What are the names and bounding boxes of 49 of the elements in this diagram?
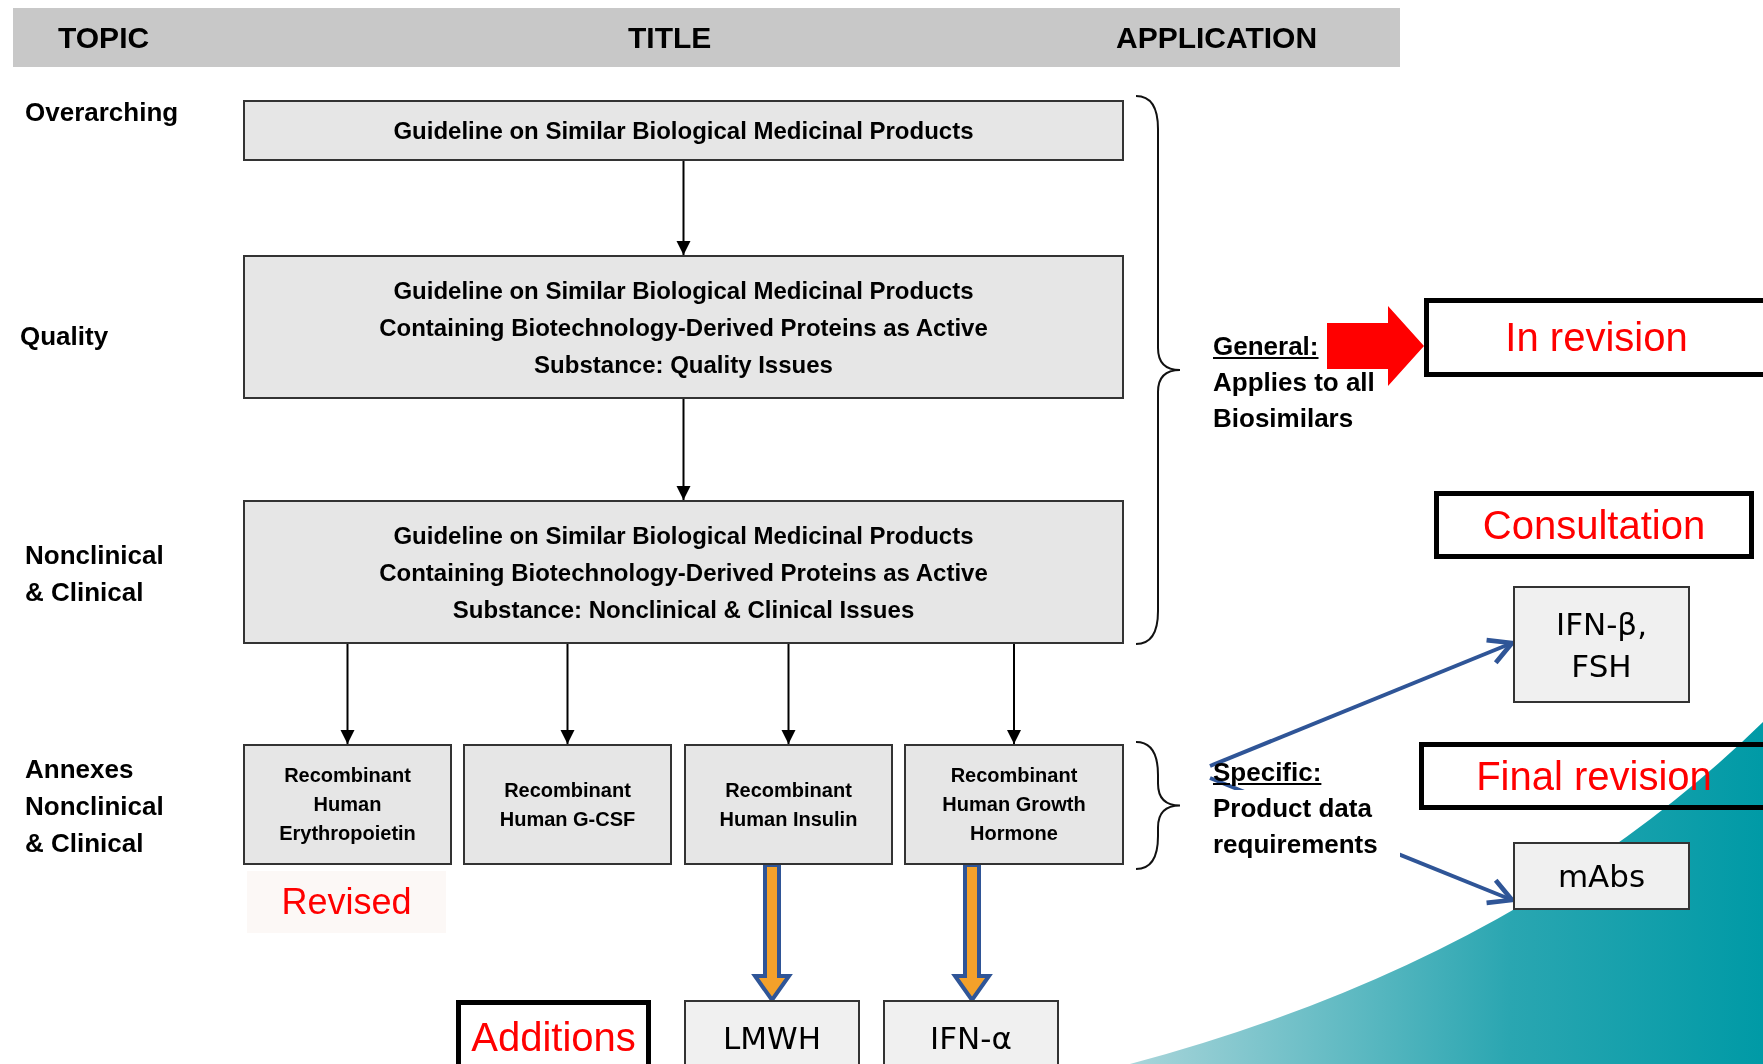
row-label: Annexes Nonclinical & Clinical <box>25 753 165 860</box>
product-box <box>1513 842 1690 910</box>
box-text: Recombinant Human G-CSF <box>498 777 637 832</box>
status-label: In revision <box>1505 315 1688 360</box>
arrow <box>560 643 575 745</box>
section-text: Applies to all Biosimilars <box>1213 366 1376 435</box>
guideline-box <box>243 255 1124 399</box>
arrow <box>781 643 796 745</box>
annex-box <box>243 744 452 865</box>
status-label: Consultation <box>1482 502 1706 548</box>
arrow <box>1007 643 1021 745</box>
box-text: IFN-β, FSH <box>1555 604 1648 686</box>
box-text: LMWH <box>723 1018 821 1058</box>
status-box <box>1419 742 1763 810</box>
row-label: Quality <box>20 320 110 353</box>
row-label: Overarching <box>25 96 180 129</box>
annex-box <box>904 744 1124 865</box>
box-text: Guideline on Similar Biological Medicinal Products Containing Biotechnology-Derived Proteins as Active Substance: Nonclinical & Clinical Issues <box>378 520 989 625</box>
arrow <box>340 643 355 745</box>
box-text: Recombinant Human Insulin <box>718 777 859 832</box>
product-box <box>684 1000 860 1064</box>
product-box <box>883 1000 1059 1064</box>
status-box <box>1434 491 1754 559</box>
status-box <box>1424 298 1763 377</box>
section-heading: Specific: <box>1213 756 1322 789</box>
guideline-box <box>243 500 1124 644</box>
box-text: Guideline on Similar Biological Medicinal Products <box>393 116 974 146</box>
box-text: Recombinant Human Erythropoietin <box>278 763 417 846</box>
block-arrow <box>1327 306 1424 386</box>
status-label: Revised <box>281 881 412 923</box>
arrow <box>1209 637 1515 768</box>
column-header: TOPIC <box>58 20 150 56</box>
row-label: Nonclinical & Clinical <box>25 539 165 609</box>
column-header: APPLICATION <box>1116 20 1318 56</box>
section-heading: General: <box>1213 330 1319 363</box>
annex-box <box>684 744 893 865</box>
annex-box <box>463 744 672 865</box>
box-text: Guideline on Similar Biological Medicinal Products Containing Biotechnology-Derived Proteins as Active Substance: Quality Issues <box>378 275 989 380</box>
column-header: TITLE <box>628 20 712 56</box>
status-label: Final revision <box>1476 753 1712 799</box>
product-box <box>1513 586 1690 703</box>
guideline-box <box>243 100 1124 161</box>
box-text: Recombinant Human Growth Hormone <box>941 763 1087 846</box>
status-label: Additions <box>471 1015 636 1060</box>
box-text: mAbs <box>1557 857 1646 896</box>
box-text: IFN-α <box>930 1018 1012 1058</box>
arrow <box>676 160 691 256</box>
status-box <box>456 1000 651 1064</box>
arrow <box>676 398 691 501</box>
